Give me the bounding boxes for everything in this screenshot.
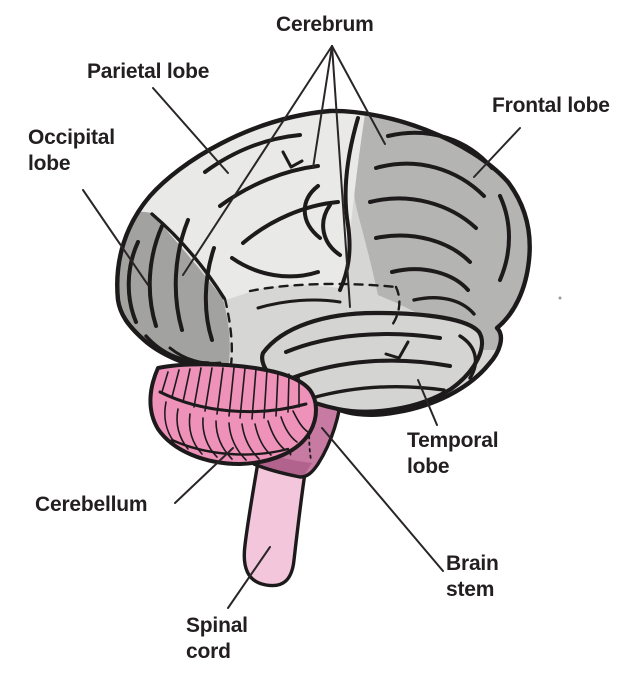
label-brainstem-line2: stem	[446, 578, 495, 602]
label-temporal-line2: lobe	[407, 455, 450, 479]
label-brain-stem: Brain stem	[446, 551, 499, 604]
label-cerebrum: Cerebrum	[276, 13, 374, 36]
parietal-lobe-region	[117, 110, 366, 300]
label-occipital-line2: lobe	[28, 152, 71, 176]
leader-spinal	[227, 546, 271, 609]
label-occipital-line1: Occipital	[28, 126, 115, 149]
leader-occipital	[82, 189, 149, 286]
leader-cerebellum	[174, 447, 234, 504]
spinal-cord-shape	[242, 460, 308, 588]
label-occipital-lobe: Occipital lobe	[28, 125, 115, 178]
label-parietal-lobe: Parietal lobe	[87, 60, 210, 83]
label-spinal-cord: Spinal cord	[186, 613, 248, 666]
leader-lines	[82, 45, 521, 609]
label-spinal-line2: cord	[186, 640, 231, 664]
cerebellum-shape	[148, 362, 318, 466]
cerebrum-shape	[115, 108, 562, 418]
leader-cerebrum-3	[331, 45, 351, 308]
leader-cerebrum-2	[312, 45, 333, 169]
label-temporal-lobe: Temporal lobe	[407, 428, 499, 481]
stray-speck	[558, 296, 562, 300]
leader-cerebrum-1	[182, 45, 333, 276]
label-spinal-line1: Spinal	[186, 614, 248, 637]
spinal-cord-fill	[244, 462, 306, 586]
label-temporal-line1: Temporal	[407, 429, 499, 452]
leader-cerebrum-4	[331, 45, 386, 145]
leader-temporal	[417, 379, 438, 426]
leader-brainstem	[321, 427, 444, 572]
leader-frontal	[473, 127, 521, 178]
gyri-strokes	[126, 116, 511, 400]
label-brainstem-line1: Brain	[446, 552, 499, 575]
label-frontal-lobe: Frontal lobe	[492, 94, 610, 117]
label-cerebellum: Cerebellum	[35, 493, 148, 516]
cerebellum-outline	[148, 362, 318, 466]
leader-parietal	[152, 87, 229, 174]
